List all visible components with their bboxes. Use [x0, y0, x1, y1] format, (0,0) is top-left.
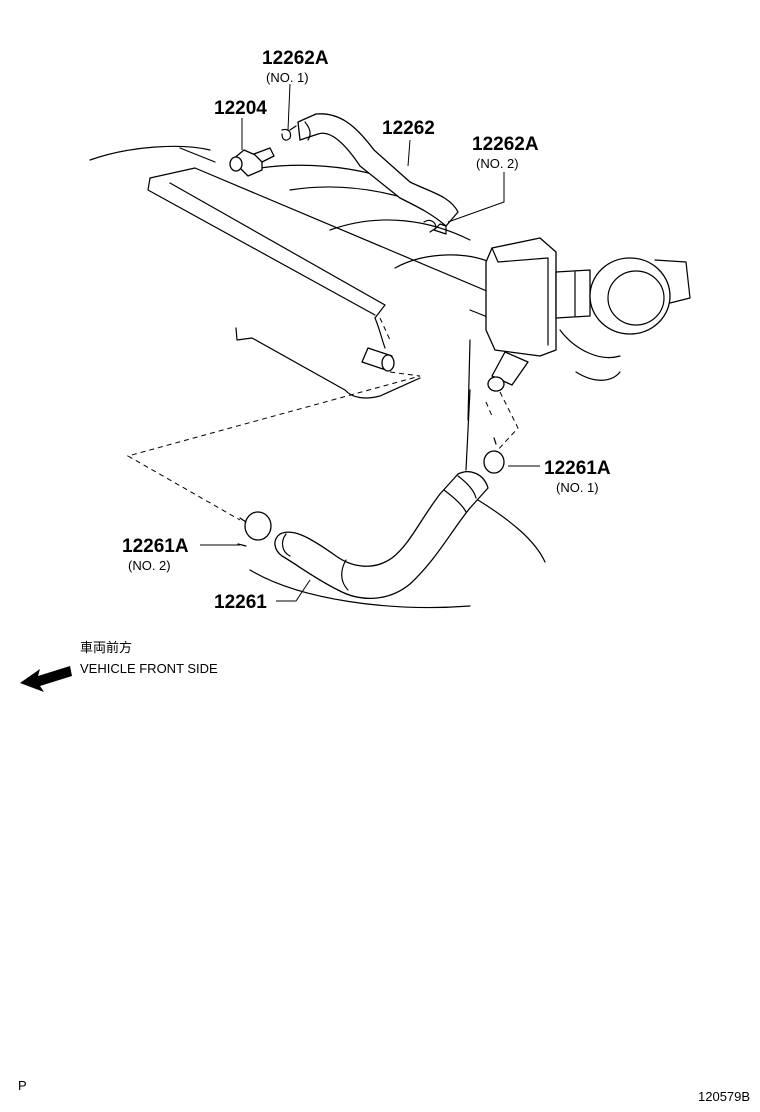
- callout-12262A-no1: 12262A (NO. 1): [262, 48, 329, 85]
- callout-12204: 12204: [214, 98, 267, 119]
- svg-text:12261: 12261: [214, 592, 267, 613]
- svg-text:12262A: 12262A: [472, 134, 539, 155]
- vehicle-front-indicator: 車両前方 VEHICLE FRONT SIDE: [20, 640, 218, 692]
- svg-text:12262A: 12262A: [262, 48, 329, 69]
- left-arrow-icon: [20, 666, 72, 692]
- callout-12262: 12262: [382, 118, 435, 139]
- assembly-lines: [126, 317, 519, 521]
- vehicle-front-label-jp: 車両前方: [80, 640, 132, 655]
- leader-lines: [200, 83, 540, 602]
- svg-text:(NO. 2): (NO. 2): [476, 156, 519, 171]
- svg-text:(NO. 1): (NO. 1): [556, 480, 599, 495]
- hose-clip-12262A-no1: [281, 125, 297, 141]
- hose-clip-12261A-no2: [237, 511, 272, 547]
- page-code: P: [18, 1078, 27, 1093]
- svg-text:12261A: 12261A: [122, 536, 189, 557]
- ventilation-hose-12262: [297, 113, 459, 235]
- svg-text:12261A: 12261A: [544, 458, 611, 479]
- callout-12261A-no2: 12261A (NO. 2): [122, 536, 189, 573]
- svg-text:(NO. 1): (NO. 1): [266, 70, 309, 85]
- vehicle-front-label-en: VEHICLE FRONT SIDE: [80, 661, 218, 676]
- svg-text:12262: 12262: [382, 118, 435, 139]
- svg-text:(NO. 2): (NO. 2): [128, 558, 171, 573]
- throttle-body: [485, 237, 691, 392]
- pcv-valve-12204: [229, 147, 275, 177]
- pipe-nipple: [361, 347, 395, 372]
- callout-12261: 12261: [214, 592, 267, 613]
- ventilation-hose-12261: [274, 471, 489, 599]
- figure-number: 120579B: [698, 1089, 750, 1104]
- svg-text:12204: 12204: [214, 98, 267, 119]
- callout-12262A-no2: 12262A (NO. 2): [472, 134, 539, 171]
- callout-12261A-no1: 12261A (NO. 1): [544, 458, 611, 495]
- hose-clip-12262A-no2: [423, 219, 437, 233]
- hose-clip-12261A-no1: [483, 437, 505, 474]
